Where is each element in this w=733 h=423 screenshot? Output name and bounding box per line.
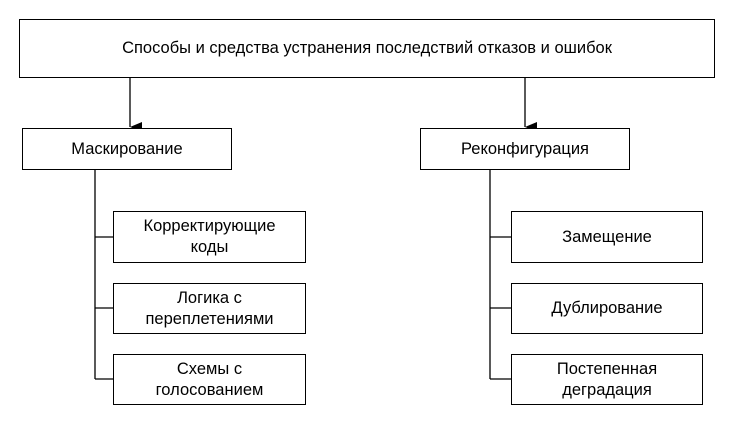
branch-node-maskirovanie: Маскирование	[22, 128, 232, 170]
leaf-node-korrektiruyushchie-kody: Корректирующие коды	[113, 211, 306, 263]
root-node: Способы и средства устранения последстви…	[19, 19, 715, 78]
leaf-node-postepennaya-degradatsiya: Постепенная деградация	[511, 354, 703, 405]
leaf-node-logika-s-perepleteniyami: Логика с переплетениями	[113, 283, 306, 334]
leaf-node-dublirovanie: Дублирование	[511, 283, 703, 334]
leaf-node-skhemy-s-golosovaniem: Схемы с голосованием	[113, 354, 306, 405]
leaf-node-zameshchenie: Замещение	[511, 211, 703, 263]
branch-node-rekonfiguratsiya: Реконфигурация	[420, 128, 630, 170]
